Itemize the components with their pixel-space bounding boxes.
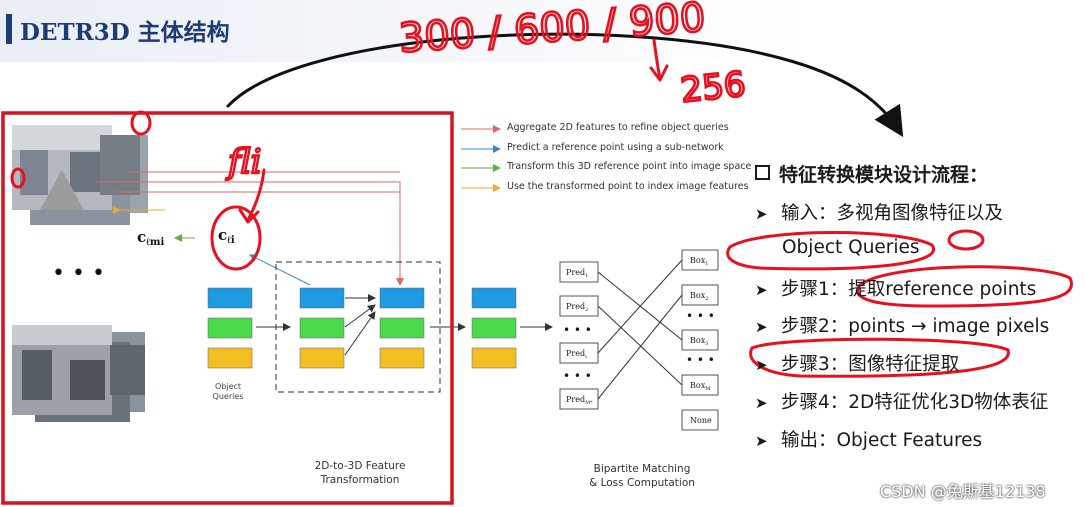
matching-line bbox=[597, 305, 683, 386]
ink-ellipse-object-queries bbox=[726, 231, 936, 271]
ink-arrow-head bbox=[649, 64, 669, 82]
step-input-continued: Object Queries bbox=[782, 237, 920, 258]
stack-dots: • • • bbox=[52, 261, 105, 286]
query-block bbox=[207, 287, 253, 309]
bullet-arrow-icon: ➤ bbox=[755, 205, 768, 223]
camera-image-stack-bottom bbox=[12, 325, 145, 422]
bullet-arrow-icon: ➤ bbox=[755, 432, 768, 450]
target-box bbox=[681, 409, 719, 431]
c-li-label: cℓi bbox=[218, 226, 235, 246]
bullet-arrow-icon: ➤ bbox=[755, 394, 768, 412]
matching-lines bbox=[597, 259, 683, 400]
prediction-label: Pred2 bbox=[566, 302, 588, 313]
prediction-dots: • • • bbox=[563, 323, 592, 337]
step-output: ➤输出：Object Features bbox=[755, 430, 983, 451]
query-block bbox=[207, 347, 253, 369]
object-queries-caption: Object Queries bbox=[212, 382, 244, 401]
output-queries-column bbox=[471, 287, 517, 369]
legend-item-aggregate: Aggregate 2D features to refine object q… bbox=[507, 122, 729, 133]
target-dots: • • • bbox=[686, 309, 715, 323]
handwritten-annotations bbox=[10, 32, 1073, 378]
legend-item-predict: Predict a reference point using a sub-ne… bbox=[507, 142, 724, 153]
ink-zero-top bbox=[130, 110, 152, 136]
step-2: ➤步骤2：points → image pixels bbox=[755, 316, 1050, 337]
matching-caption: Bipartite Matching & Loss Computation bbox=[589, 463, 695, 489]
query-block bbox=[379, 347, 425, 369]
ink-circle-cli bbox=[210, 205, 262, 271]
bullet-arrow-icon: ➤ bbox=[755, 318, 768, 336]
c-lmi-label: cℓmi bbox=[137, 228, 164, 248]
ink-big-arc bbox=[226, 32, 904, 138]
query-block bbox=[471, 317, 517, 339]
ink-ellipse-reference-points bbox=[856, 265, 1073, 308]
ink-zero-left bbox=[10, 167, 26, 189]
transform-queries-column-a bbox=[299, 287, 345, 369]
ink-fli: fli bbox=[225, 142, 262, 182]
transform-caption: 2D-to-3D Feature Transformation bbox=[314, 460, 406, 486]
ink-arrow-to-cli bbox=[246, 168, 266, 222]
target-box-label: Box1 bbox=[690, 256, 708, 267]
panel-heading: 特征转换模块设计流程： bbox=[755, 160, 988, 187]
bullet-arrow-icon: ➤ bbox=[755, 356, 768, 374]
matching-line bbox=[597, 294, 683, 400]
step-input: ➤输入：多视角图像特征以及 bbox=[755, 203, 1004, 224]
prediction-label: PredM* bbox=[566, 395, 593, 406]
target-box-label: BoxM bbox=[690, 381, 710, 392]
step-1: ➤步骤1：提取reference points bbox=[755, 279, 1037, 300]
target-box-label: Box3 bbox=[690, 336, 708, 347]
query-block bbox=[299, 317, 345, 339]
ink-arrow-down bbox=[652, 38, 662, 80]
query-block bbox=[471, 287, 517, 309]
legend-item-transform: Transform this 3D reference point into i… bbox=[507, 161, 752, 172]
highlight-frame bbox=[1, 111, 454, 505]
target-box-label: Box2 bbox=[690, 291, 708, 302]
title-accent-bar bbox=[6, 14, 12, 44]
ink-numbers: 300 / 600 / 900 bbox=[397, 0, 706, 62]
ink-ellipse-step3 bbox=[749, 337, 1010, 378]
query-block bbox=[379, 317, 425, 339]
query-block bbox=[207, 317, 253, 339]
flow-arrows bbox=[256, 294, 553, 356]
blue-ref-line bbox=[249, 254, 311, 286]
prediction-label: Pred1 bbox=[566, 268, 588, 279]
step-4: ➤步骤4：2D特征优化3D物体表征 bbox=[755, 392, 1049, 413]
legend-arrows bbox=[461, 125, 501, 192]
ink-circle-small bbox=[947, 229, 985, 251]
legend-item-index: Use the transformed point to index image… bbox=[507, 181, 749, 192]
target-box-label: None bbox=[690, 416, 712, 425]
matching-line bbox=[597, 259, 683, 354]
query-block bbox=[379, 287, 425, 309]
transform-queries-column-b bbox=[379, 287, 425, 369]
prediction-dots: • • • bbox=[563, 369, 592, 383]
query-block bbox=[299, 347, 345, 369]
step-3: ➤步骤3：图像特征提取 bbox=[755, 354, 960, 375]
header-band bbox=[0, 0, 1087, 62]
bullet-arrow-icon: ➤ bbox=[755, 281, 768, 299]
target-dots: • • • bbox=[686, 353, 715, 367]
checkbox-icon bbox=[755, 165, 770, 180]
query-block bbox=[299, 287, 345, 309]
prediction-label: Predi bbox=[566, 349, 587, 360]
ink-result: 256 bbox=[679, 64, 748, 111]
page-title: DETR3D 主体结构 bbox=[20, 19, 230, 46]
watermark: CSDN @兔斯基12138 bbox=[880, 482, 1046, 501]
object-queries-column bbox=[207, 287, 253, 369]
query-block bbox=[471, 347, 517, 369]
camera-image-stack-top bbox=[12, 125, 148, 225]
